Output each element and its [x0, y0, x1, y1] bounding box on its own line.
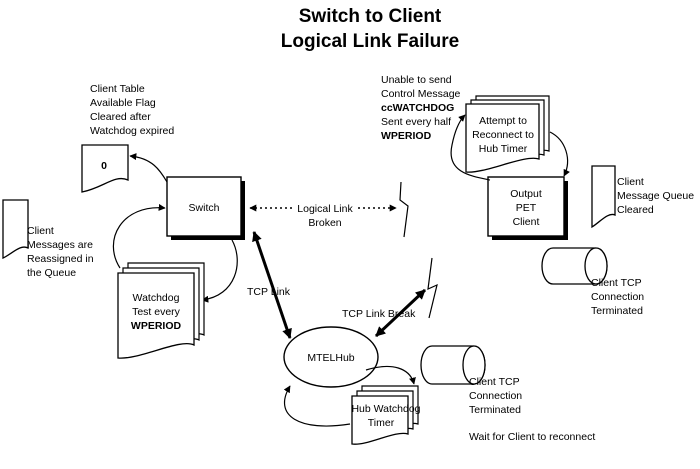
switch-node: Switch — [166, 176, 245, 240]
svg-text:Sent every half: Sent every half — [381, 116, 451, 128]
svg-text:Connection: Connection — [591, 291, 644, 303]
tcp-link-break-label: TCP Link Break — [342, 308, 416, 320]
logical-link-broken-label: Logical Link Broken — [297, 203, 353, 229]
tcp-link-break-bolt — [427, 257, 438, 319]
svg-text:WPERIOD: WPERIOD — [381, 130, 432, 142]
switch-to-watchdog-arrow — [201, 239, 238, 303]
svg-text:Reassigned in: Reassigned in — [27, 253, 94, 265]
client-table-flag-document-icon: 0 — [81, 144, 129, 193]
tcp-link-label: TCP Link — [247, 286, 291, 298]
svg-text:Client: Client — [27, 225, 54, 237]
switch-to-flag-arrow — [129, 153, 168, 183]
svg-text:the Queue: the Queue — [27, 267, 76, 279]
svg-text:Messages are: Messages are — [27, 239, 93, 251]
client-table-note: Client Table Available Flag Cleared afte… — [90, 83, 174, 137]
mtel-hub-node: MTELHub — [283, 326, 379, 388]
svg-text:Cleared: Cleared — [617, 204, 654, 216]
reconnect-timer-label-2: Reconnect to — [472, 129, 534, 141]
watchdog-test-label-3: WPERIOD — [131, 320, 182, 332]
client-messages-document-icon — [2, 199, 29, 260]
svg-text:Control Message: Control Message — [381, 88, 461, 100]
tcp-link-break-line — [374, 288, 427, 338]
timer-to-client-arrow — [549, 131, 570, 177]
reconnect-timer-document-icon: Attempt to Reconnect to Hub Timer — [465, 95, 550, 173]
reconnect-timer-label-3: Hub Timer — [479, 143, 528, 155]
client-message-queue-document-icon — [591, 165, 616, 229]
svg-text:Unable to send: Unable to send — [381, 74, 452, 86]
timer-to-hub-arrow — [283, 385, 351, 427]
svg-text:Client: Client — [617, 176, 644, 188]
svg-text:Connection: Connection — [469, 390, 522, 402]
mtel-hub-label: MTELHub — [307, 352, 354, 364]
svg-text:Client TCP: Client TCP — [469, 376, 520, 388]
svg-text:Terminated: Terminated — [591, 305, 643, 317]
svg-text:Available Flag: Available Flag — [90, 97, 156, 109]
logical-link-break-bolt — [399, 181, 409, 238]
svg-text:Message Queue: Message Queue — [617, 190, 694, 202]
client-tcp-cylinder-right-icon — [541, 247, 608, 285]
wait-for-client-note: Wait for Client to reconnect — [469, 431, 595, 443]
watchdog-test-label-1: Watchdog — [133, 292, 180, 304]
hub-watchdog-timer-document-icon: Hub Watchdog Timer — [351, 385, 421, 445]
svg-text:Cleared after: Cleared after — [90, 111, 151, 123]
client-table-flag-value: 0 — [101, 160, 107, 172]
reconnect-timer-label-1: Attempt to — [479, 115, 527, 127]
client-tcp-terminated-right-note: Client TCP Connection Terminated — [591, 277, 644, 317]
client-message-queue-cleared-note: Client Message Queue Cleared — [617, 176, 694, 216]
output-pet-client-label-3: Client — [513, 216, 540, 228]
tcp-link-line — [252, 231, 292, 339]
hub-to-timer-arrow — [365, 365, 416, 385]
watchdog-test-document-icon: Watchdog Test every WPERIOD — [117, 262, 205, 359]
diagram-title-line-2: Logical Link Failure — [281, 31, 459, 52]
hub-watchdog-timer-label-1: Hub Watchdog — [351, 403, 420, 415]
client-messages-reassigned-note: Client Messages are Reassigned in the Qu… — [27, 225, 94, 279]
unable-to-send-note: Unable to send Control Message ccWATCHDO… — [381, 74, 461, 142]
svg-text:Client Table: Client Table — [90, 83, 145, 95]
svg-text:Logical Link: Logical Link — [297, 203, 353, 215]
client-tcp-cylinder-bottom-icon — [420, 345, 486, 385]
client-to-timer-arrow — [450, 114, 491, 181]
output-pet-client-label-1: Output — [510, 188, 542, 200]
output-pet-client-label-2: PET — [516, 202, 537, 214]
client-tcp-terminated-bottom-note: Client TCP Connection Terminated — [469, 376, 522, 416]
switch-label: Switch — [189, 202, 220, 214]
svg-text:Client TCP: Client TCP — [591, 277, 642, 289]
svg-text:ccWATCHDOG: ccWATCHDOG — [381, 102, 454, 114]
output-pet-client-node: Output PET Client — [487, 176, 568, 240]
diagram-title-line-1: Switch to Client — [299, 6, 442, 27]
svg-text:Broken: Broken — [308, 217, 341, 229]
watchdog-to-switch-arrow — [112, 203, 166, 269]
watchdog-test-label-2: Test every — [132, 306, 181, 318]
svg-text:Watchdog expired: Watchdog expired — [90, 125, 174, 137]
svg-text:Terminated: Terminated — [469, 404, 521, 416]
hub-watchdog-timer-label-2: Timer — [368, 417, 395, 429]
